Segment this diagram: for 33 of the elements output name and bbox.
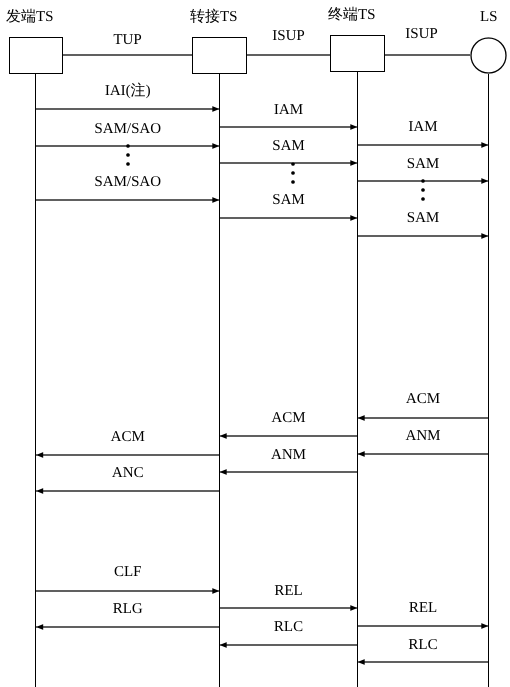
message-arrow (36, 106, 220, 112)
message-arrow (36, 452, 220, 458)
message-arrow (36, 197, 220, 203)
message-arrow (220, 469, 358, 475)
message-arrow (358, 142, 488, 148)
message-arrow (36, 624, 220, 630)
message-arrow (358, 623, 488, 629)
message-arrow (358, 233, 488, 239)
connection-line (247, 54, 330, 56)
connection-line (385, 54, 470, 56)
node-title: 终端TS (328, 6, 376, 24)
message-arrow (36, 588, 220, 594)
message-arrow (36, 488, 220, 494)
lifeline (218, 74, 220, 687)
lifeline (35, 74, 36, 687)
message-arrow (220, 433, 358, 439)
lifeline (356, 72, 358, 687)
message-arrow (358, 415, 488, 421)
node-title: 发端TS (6, 8, 54, 26)
message-arrow (220, 605, 358, 611)
message-arrow (220, 642, 358, 648)
message-arrow (358, 451, 488, 457)
message-arrow (358, 659, 488, 665)
message-arrow (358, 178, 488, 184)
message-arrow (220, 124, 358, 130)
node-title: 转接TS (190, 8, 238, 26)
lifeline (488, 74, 489, 687)
message-arrow (220, 160, 358, 166)
edge-label: IAI(注) (102, 82, 153, 100)
message-arrow (36, 143, 220, 149)
message-arrow (220, 215, 358, 221)
connection-line (63, 54, 192, 56)
node-title: LS (480, 8, 498, 26)
